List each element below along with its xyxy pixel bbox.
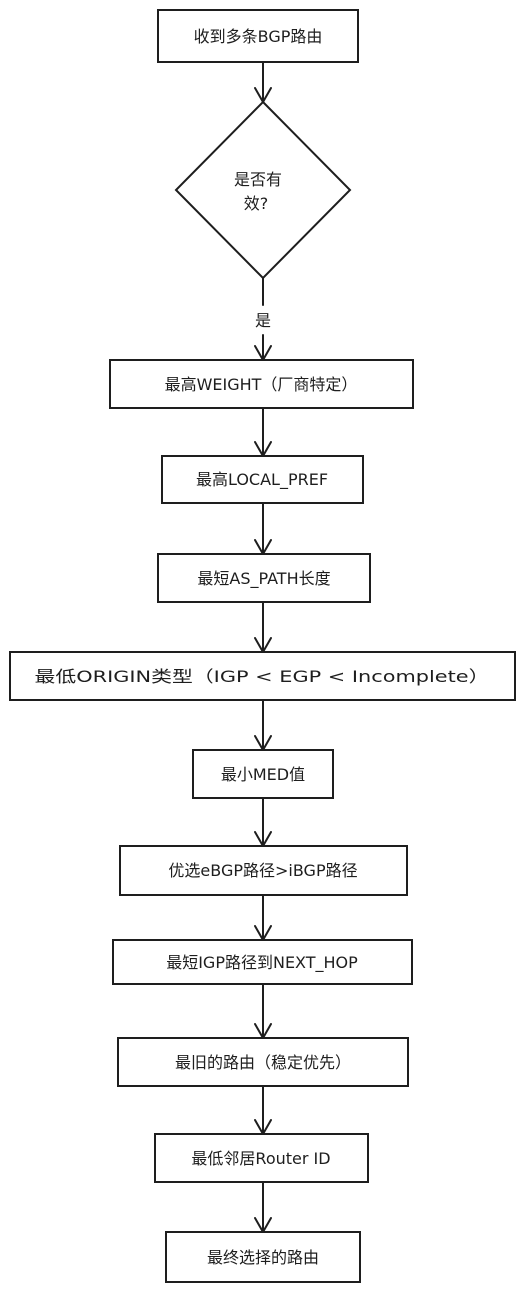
node-weight-box: [109, 359, 414, 409]
edge-oldest-to-routerid: [254, 1085, 272, 1135]
node-ebgp: 优选eBGP路径>iBGP路径: [119, 845, 408, 896]
node-igp: 最短IGP路径到NEXT_HOP: [112, 939, 413, 985]
node-med-box: [192, 749, 334, 799]
edge-yes-to-weight: [254, 334, 272, 361]
node-weight-label: 最高WEIGHT（厂商特定）: [165, 375, 358, 394]
node-local-pref-label: 最高LOCAL_PREF: [196, 470, 328, 490]
node-oldest: 最旧的路由（稳定优先）: [117, 1037, 409, 1087]
edge-ebgp-to-igp: [254, 894, 272, 941]
node-weight: 最高WEIGHT（厂商特定）: [109, 359, 414, 409]
node-start: 收到多条BGP路由: [157, 9, 359, 63]
node-final: 最终选择的路由: [165, 1231, 361, 1283]
node-igp-box: [112, 939, 413, 985]
node-as-path-label: 最短AS_PATH长度: [197, 569, 330, 589]
edge-igp-to-oldest: [254, 983, 272, 1039]
node-decision: 是否有 效?: [174, 100, 352, 280]
node-router-id-label: 最低邻居Router ID: [191, 1149, 330, 1168]
node-origin-label: 最低ORIGIN类型（IGP < EGP < Incomplete）: [35, 667, 490, 686]
edge-weight-to-localpref: [254, 407, 272, 457]
node-decision-label-line1: 是否有: [234, 170, 282, 189]
node-router-id-box: [154, 1133, 369, 1183]
node-igp-label: 最短IGP路径到NEXT_HOP: [166, 953, 358, 973]
node-decision-label-line2: 效?: [244, 194, 269, 213]
node-ebgp-box: [119, 845, 408, 896]
edge-localpref-to-aspath: [254, 502, 272, 555]
node-router-id: 最低邻居Router ID: [154, 1133, 369, 1183]
node-final-label: 最终选择的路由: [207, 1248, 319, 1267]
edge-label-yes: 是: [255, 311, 271, 330]
node-origin-box: [9, 651, 516, 701]
node-oldest-label: 最旧的路由（稳定优先）: [175, 1053, 351, 1072]
node-start-box: [157, 9, 359, 63]
node-ebgp-label: 优选eBGP路径>iBGP路径: [168, 861, 357, 880]
node-as-path: 最短AS_PATH长度: [157, 553, 371, 603]
node-decision-diamond: [174, 100, 352, 280]
node-local-pref-box: [161, 455, 364, 504]
node-as-path-box: [157, 553, 371, 603]
edge-routerid-to-final: [254, 1181, 272, 1233]
edge-start-to-decision: [254, 61, 272, 103]
edge-origin-to-med: [254, 699, 272, 751]
edge-aspath-to-origin: [254, 601, 272, 653]
node-final-box: [165, 1231, 361, 1283]
edge-med-to-ebgp: [254, 797, 272, 847]
node-start-label: 收到多条BGP路由: [194, 27, 323, 46]
node-origin: 最低ORIGIN类型（IGP < EGP < Incomplete）: [9, 651, 516, 701]
node-oldest-box: [117, 1037, 409, 1087]
node-med: 最小MED值: [192, 749, 334, 799]
node-local-pref: 最高LOCAL_PREF: [161, 455, 364, 504]
node-med-label: 最小MED值: [221, 765, 305, 784]
